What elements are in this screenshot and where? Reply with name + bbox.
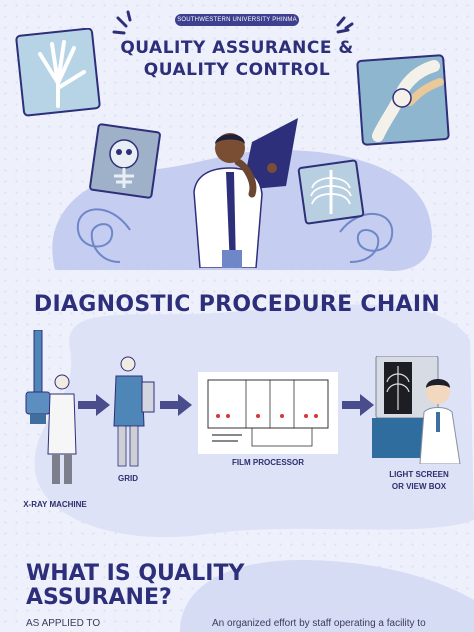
xray-hand-image (15, 28, 101, 117)
view-box-illustration (372, 356, 461, 464)
arrow-right-icon-1 (78, 394, 110, 416)
xray-skull-image (89, 123, 161, 199)
doctor-with-film-illustration (193, 118, 298, 268)
curl-left (76, 208, 131, 263)
light-screen-label-line1: LIGHT SCREEN (389, 470, 449, 479)
chain-heading: DIAGNOSTIC PROCEDURE CHAIN (33, 292, 441, 317)
xray-machine-label: X-RAY MACHINE (23, 500, 87, 509)
qa-applied-to: AS APPLIED TO (26, 618, 101, 629)
xray-chest-image (297, 159, 365, 225)
curl-right (339, 213, 394, 263)
institution-badge: SOUTHWESTERN UNIVERSITY PHINMA (175, 14, 299, 26)
sparkle-left (112, 10, 132, 35)
sparkle-right (336, 16, 354, 34)
xray-knee-image (356, 54, 450, 146)
qa-definition: An organized effort by staff operating a… (212, 618, 426, 629)
qa-heading-line1: WHAT IS QUALITY (26, 561, 245, 586)
grid-label: GRID (118, 474, 138, 483)
grid-patient-illustration (113, 356, 155, 467)
film-processor-diagram (198, 372, 338, 454)
qa-heading-line2: ASSURANE? (26, 585, 172, 610)
bottom-blob (180, 560, 474, 632)
arrow-right-icon-2 (160, 394, 192, 416)
xray-machine-illustration (25, 330, 77, 484)
light-screen-label-line2: OR VIEW BOX (391, 482, 447, 491)
arrow-right-icon-3 (342, 394, 374, 416)
page-title-line2: QUALITY CONTROL (143, 60, 331, 80)
film-processor-label: FILM PROCESSOR (231, 458, 304, 467)
page-title-line1: QUALITY ASSURANCE & (120, 38, 354, 58)
